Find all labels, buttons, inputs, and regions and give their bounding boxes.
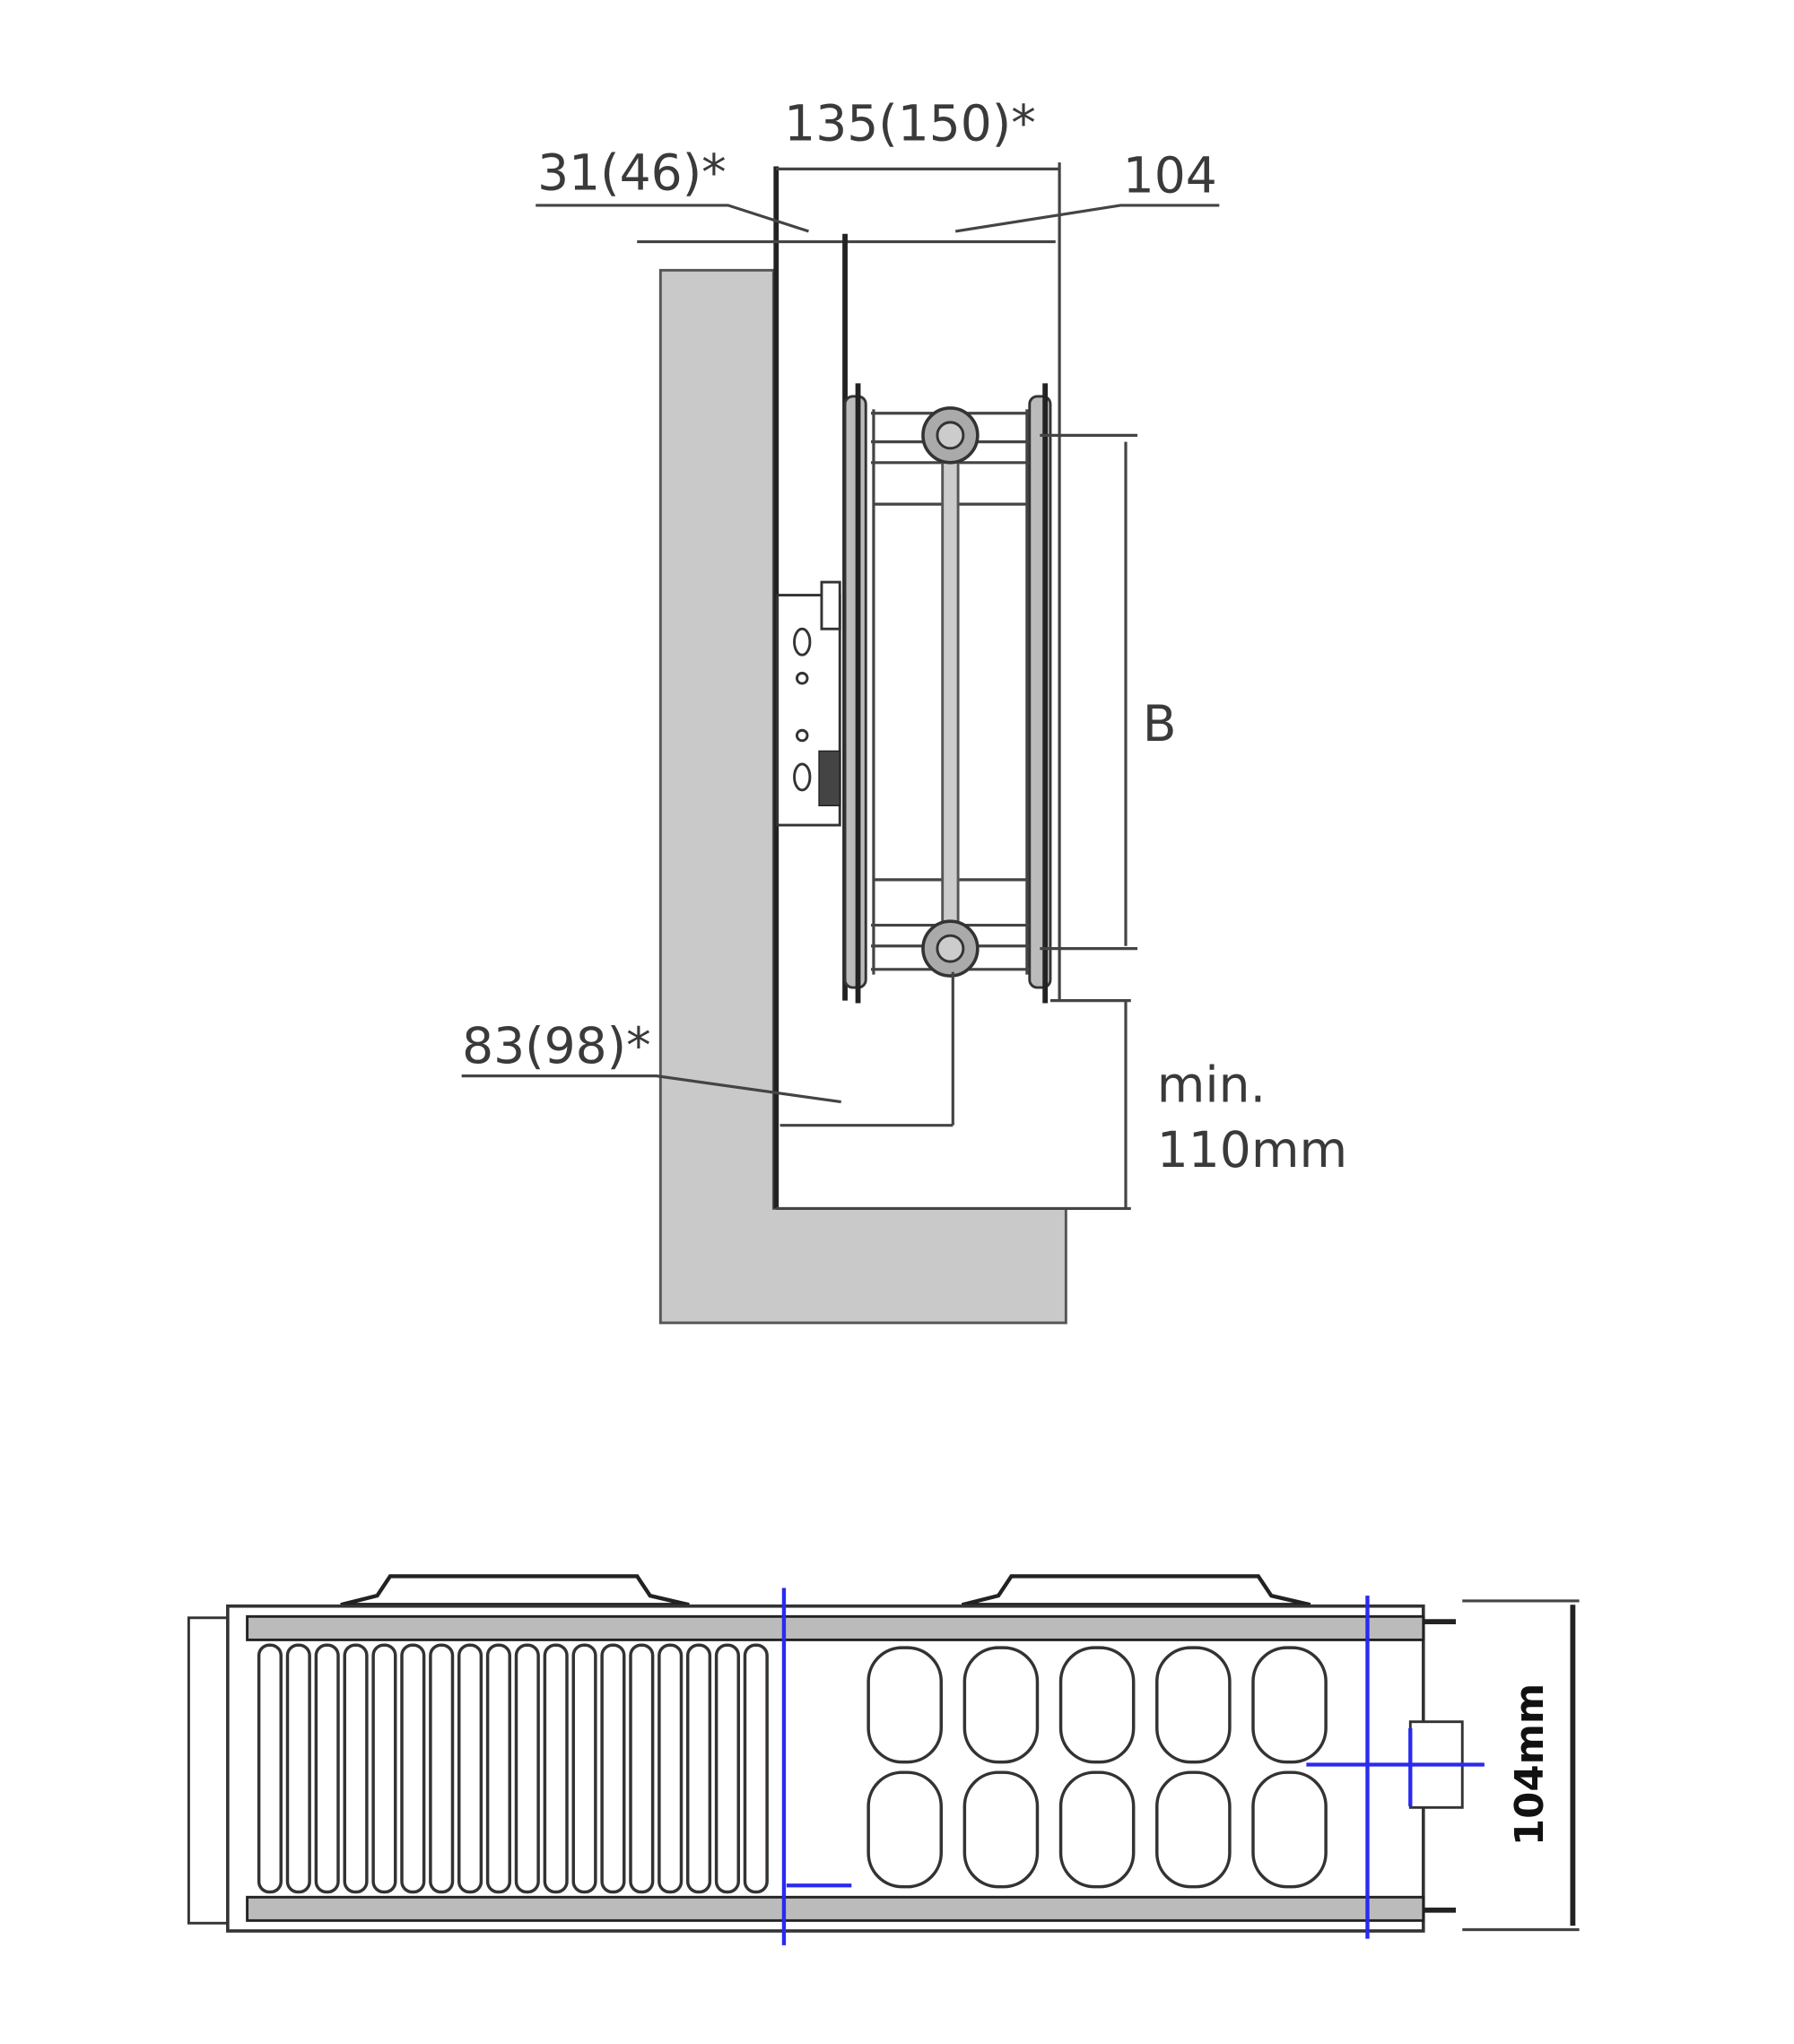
floor-clearance-label-1: min. [1157, 1057, 1266, 1114]
fin [314, 1643, 340, 1894]
bracket-hole [795, 728, 809, 743]
fin [743, 1643, 769, 1894]
wall-gap-leader [536, 204, 809, 233]
fin [285, 1643, 311, 1894]
fin [543, 1643, 569, 1894]
top-bracket-left [340, 1574, 690, 1607]
fin [571, 1643, 597, 1894]
side-view: 135(150)* 31(46)* 104 [461, 94, 1347, 1325]
convector-loop [962, 1646, 1040, 1764]
bottom-water-channel [246, 1895, 1425, 1922]
radiator-depth-leader [954, 204, 1220, 233]
overall-depth-label: 135(150)* [784, 94, 1036, 152]
top-view-depth-label: 104mm [1508, 1683, 1553, 1846]
floor-clearance-label-2: 110mm [1157, 1121, 1347, 1179]
fin [400, 1643, 426, 1894]
convector-loop [1058, 1646, 1136, 1764]
fin [343, 1643, 369, 1894]
fin [686, 1643, 712, 1894]
fin [714, 1643, 740, 1894]
convector-loop [1251, 1770, 1328, 1889]
connection-height-label: B [1143, 695, 1177, 752]
bracket-clip-bottom [818, 750, 840, 806]
convector-loop [867, 1646, 943, 1764]
convector-fins [867, 1646, 1328, 1889]
fin [485, 1643, 511, 1894]
top-bracket-right [961, 1574, 1311, 1607]
convector-loop [867, 1770, 943, 1889]
bracket-hole [793, 627, 812, 657]
fin [600, 1643, 626, 1894]
connection-offset-label: 83(98)* [462, 1017, 651, 1074]
convector-loop [1155, 1770, 1232, 1889]
wall-gap-label: 31(46)* [537, 144, 727, 202]
fin [629, 1643, 655, 1894]
fin [429, 1643, 455, 1894]
fin [514, 1643, 540, 1894]
bracket-clip-top [820, 580, 841, 631]
fin [257, 1643, 283, 1894]
fin [371, 1643, 397, 1894]
offset-leader [461, 1074, 841, 1104]
top-water-channel [246, 1614, 1425, 1641]
bracket-hole [793, 762, 812, 792]
convector-loop [962, 1770, 1040, 1889]
radiator-depth-label: 104 [1123, 146, 1217, 204]
convector-loop [1251, 1646, 1328, 1764]
top-view: 104mm [187, 1574, 1580, 1945]
convector-loop [1155, 1646, 1232, 1764]
convector-loop [1058, 1770, 1136, 1889]
panel-fins [257, 1643, 769, 1894]
fin [658, 1643, 684, 1894]
bracket-hole [795, 672, 809, 685]
radiator-body [226, 1604, 1425, 1933]
fin [457, 1643, 483, 1894]
radiator-section [843, 383, 1052, 1004]
